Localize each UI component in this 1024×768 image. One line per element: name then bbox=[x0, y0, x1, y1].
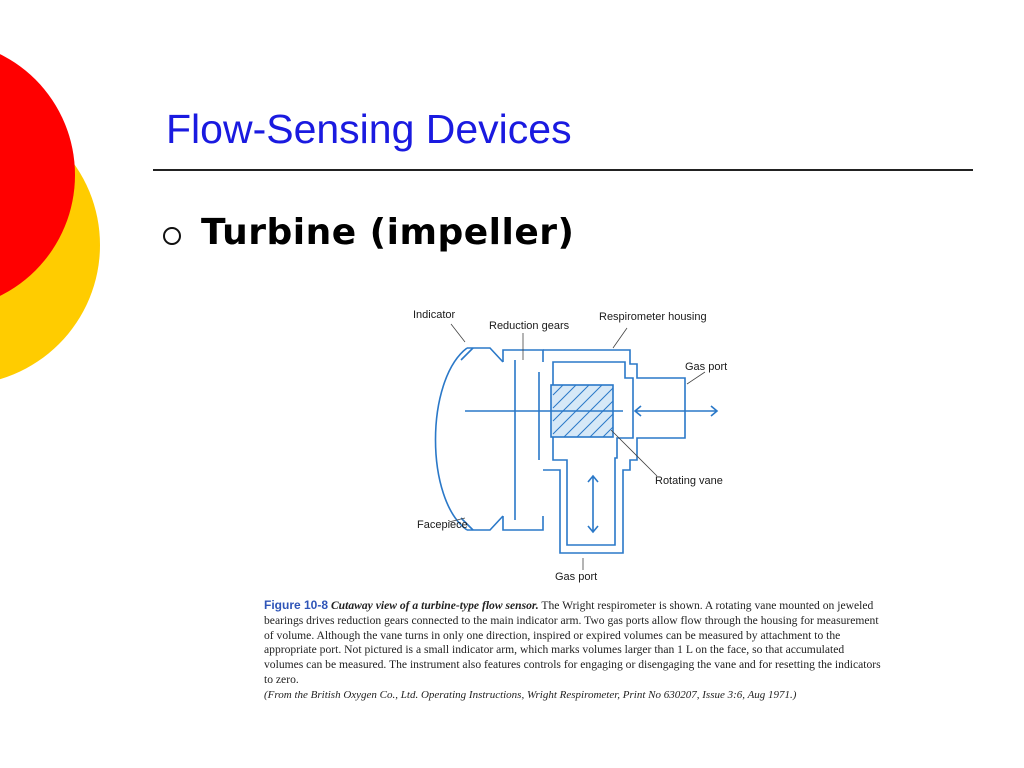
respirometer-housing bbox=[502, 349, 544, 531]
label-facepiece: Facepiece bbox=[417, 519, 468, 531]
housing-inner bbox=[552, 361, 634, 546]
facepiece-flare bbox=[467, 347, 504, 531]
indicator-arm bbox=[460, 347, 474, 531]
label-indicator: Indicator bbox=[413, 309, 456, 321]
figure-body: The Wright respirometer is shown. A rota… bbox=[264, 599, 881, 686]
label-reduction-gears: Reduction gears bbox=[489, 320, 570, 332]
hollow-circle-bullet-icon bbox=[163, 226, 181, 245]
figure-heading: Cutaway view of a turbine-type flow sens… bbox=[330, 599, 539, 612]
reduction-gears bbox=[514, 360, 540, 520]
turbine-flow-sensor-diagram: Indicator Reduction gears Respirometer h… bbox=[413, 309, 727, 583]
bullet-item: Turbine (impeller) bbox=[163, 212, 574, 253]
facepiece-outline bbox=[434, 347, 468, 531]
figure-source: (From the British Oxygen Co., Ltd. Opera… bbox=[264, 688, 797, 701]
red-circle bbox=[0, 54, 75, 296]
flow-arrow-vertical bbox=[587, 474, 599, 534]
label-gas-port-bottom: Gas port bbox=[555, 571, 597, 583]
title-divider bbox=[153, 169, 973, 171]
figure-number: Figure 10-8 bbox=[264, 598, 329, 612]
flow-arrow-horizontal bbox=[633, 405, 719, 417]
figure-caption: Figure 10-8 Cutaway view of a turbine-ty… bbox=[264, 598, 884, 703]
label-respirometer-housing: Respirometer housing bbox=[599, 311, 707, 323]
label-gas-port-right: Gas port bbox=[685, 361, 727, 373]
bullet-text: Turbine (impeller) bbox=[201, 212, 575, 253]
vane-hatching bbox=[552, 384, 614, 438]
housing-body bbox=[543, 349, 686, 554]
leader-lines bbox=[448, 323, 706, 570]
slide-title: Flow-Sensing Devices bbox=[166, 106, 572, 152]
decorative-circles bbox=[0, 54, 100, 380]
label-rotating-vane: Rotating vane bbox=[655, 475, 723, 487]
